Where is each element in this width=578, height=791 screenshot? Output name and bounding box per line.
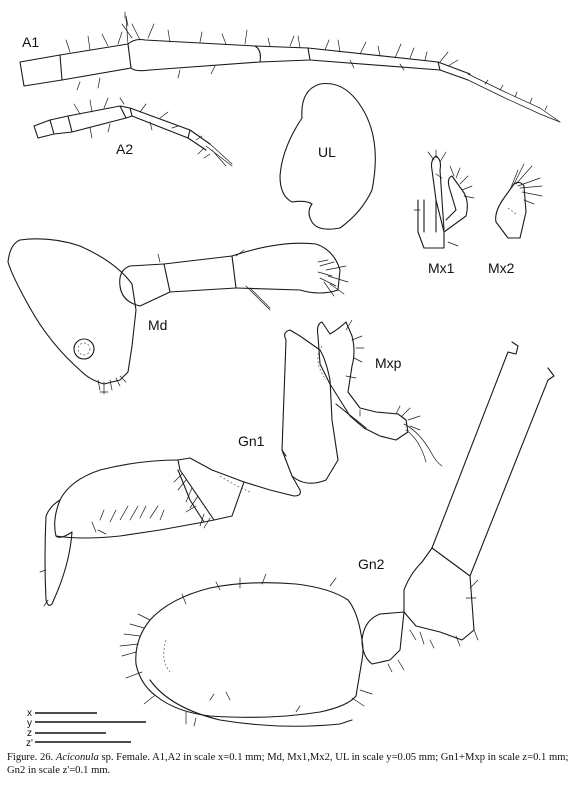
scale-bars: x y z z' bbox=[26, 708, 146, 749]
scale-label-y: y bbox=[27, 718, 32, 729]
upper-lip-drawing bbox=[279, 82, 376, 230]
maxilla-1-drawing bbox=[413, 149, 475, 249]
caption-text: sp. Female. A1,A2 in scale x=0.1 mm; Md,… bbox=[7, 752, 569, 777]
figure-caption: Figure. 26. Aciconula sp. Female. A1,A2 … bbox=[7, 751, 573, 778]
antenna-1-drawing bbox=[19, 11, 561, 123]
label-mx2: Mx2 bbox=[488, 260, 515, 276]
label-ul: UL bbox=[318, 144, 336, 160]
label-gn2: Gn2 bbox=[358, 556, 385, 572]
scale-label-z-prime: z' bbox=[26, 738, 33, 749]
maxilla-2-drawing bbox=[495, 163, 543, 239]
scale-label-z: z bbox=[27, 728, 32, 739]
label-a2: A2 bbox=[116, 141, 133, 157]
scale-label-x: x bbox=[27, 708, 32, 719]
maxilliped-drawing bbox=[316, 319, 443, 467]
label-mx1: Mx1 bbox=[428, 260, 455, 276]
caption-prefix: Figure. 26. bbox=[7, 752, 56, 763]
gnathopod-1-drawing bbox=[39, 329, 339, 607]
label-a1: A1 bbox=[22, 34, 39, 50]
illustration-plate: A1 A2 UL Mx1 Mx2 Md Mxp Gn1 Gn2 x y z z' bbox=[7, 11, 561, 749]
label-mxp: Mxp bbox=[375, 355, 402, 371]
gnathopod-2-drawing bbox=[119, 341, 555, 727]
label-md: Md bbox=[148, 317, 167, 333]
antenna-2-drawing bbox=[33, 97, 233, 167]
label-gn1: Gn1 bbox=[238, 433, 265, 449]
caption-genus: Aciconula bbox=[55, 752, 99, 763]
mandible-drawing bbox=[7, 238, 349, 395]
